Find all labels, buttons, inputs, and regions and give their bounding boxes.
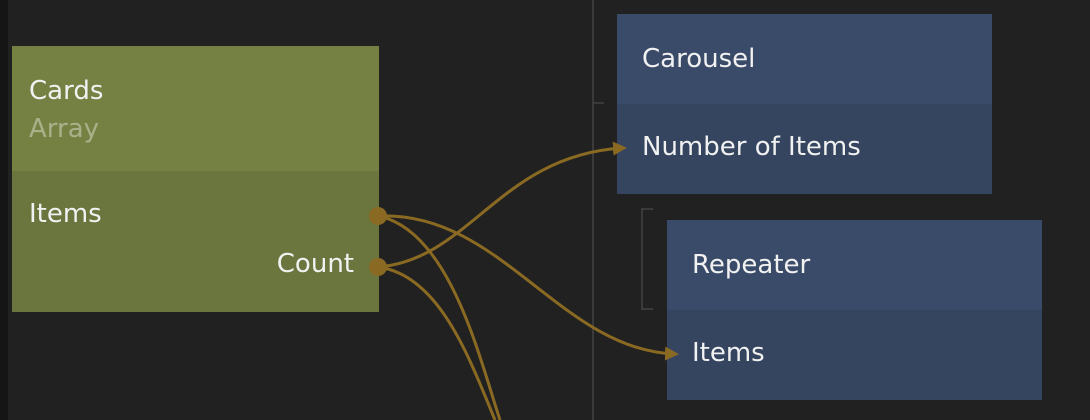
repeater-node-ports <box>667 310 1042 400</box>
cards-port-items[interactable]: Items <box>29 199 102 229</box>
repeater-node[interactable]: Repeater Items <box>667 220 1042 400</box>
cards-node-title: Cards <box>29 76 104 106</box>
wire-items-offscreen[interactable] <box>377 214 502 420</box>
cards-node[interactable]: Cards Array Items Count <box>12 46 379 312</box>
cards-items-port-handle[interactable] <box>369 207 387 225</box>
carousel-node-ports <box>617 104 992 194</box>
cards-node-type: Array <box>29 114 100 144</box>
hierarchy-tick <box>592 102 604 104</box>
wire-items-to-repeater-items[interactable] <box>377 214 679 361</box>
carousel-port-number-of-items[interactable]: Number of Items <box>642 132 861 162</box>
canvas-edge <box>0 0 8 420</box>
wire-count-offscreen[interactable] <box>377 265 497 420</box>
carousel-node-header[interactable]: Carousel <box>617 14 992 104</box>
cards-node-header[interactable]: Cards Array <box>12 46 379 171</box>
child-bracket <box>641 208 653 310</box>
repeater-node-title: Repeater <box>692 250 811 280</box>
wire-count-to-number-of-items[interactable] <box>377 141 627 269</box>
cards-port-count[interactable]: Count <box>276 249 354 279</box>
repeater-node-header[interactable]: Repeater <box>667 220 1042 310</box>
carousel-node-title: Carousel <box>642 44 756 74</box>
carousel-node[interactable]: Carousel Number of Items <box>617 14 992 194</box>
cards-node-ports <box>12 171 379 312</box>
hierarchy-divider <box>592 0 594 420</box>
cards-count-port-handle[interactable] <box>369 258 387 276</box>
repeater-port-items[interactable]: Items <box>692 338 765 368</box>
